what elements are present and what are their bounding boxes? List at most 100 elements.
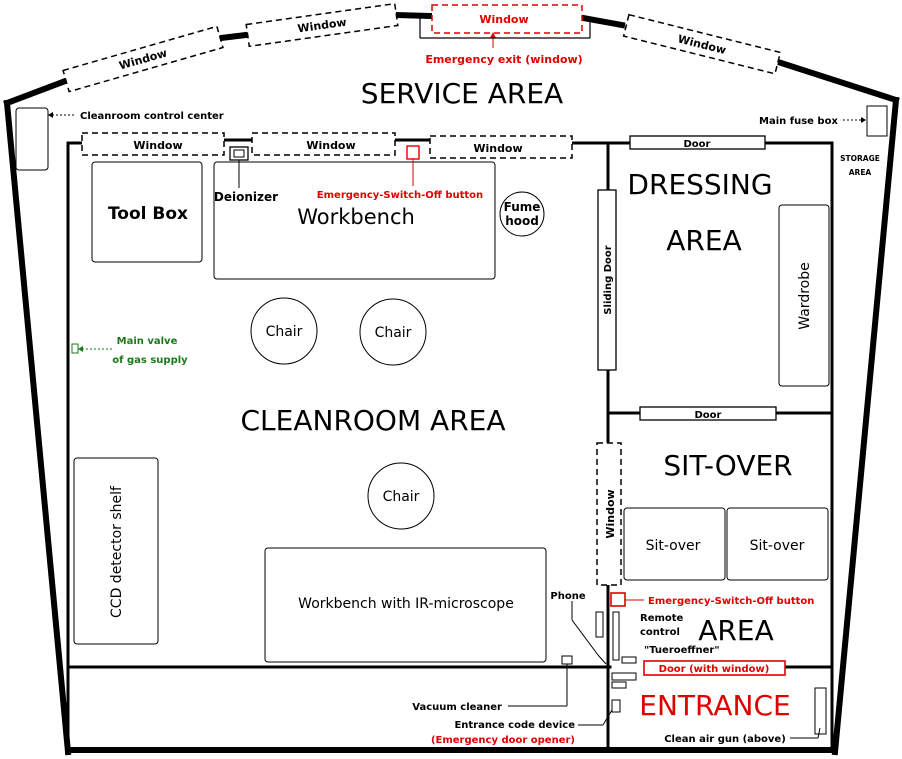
inner-window-1	[81, 132, 225, 156]
tool-box-label: Tool Box	[108, 204, 188, 224]
emergency-switch-sitover	[610, 592, 626, 607]
pointer-phone-diag	[571, 619, 599, 656]
dressing-area-title: DRESSING	[627, 168, 772, 201]
outer-walls	[3, 11, 900, 756]
inner-window-2	[251, 132, 396, 156]
sliding-door-label: Sliding Door	[603, 245, 614, 314]
ccd-shelf-label: CCD detector shelf	[109, 485, 125, 618]
wardrobe-label: Wardrobe	[797, 262, 813, 329]
workbench-ir-microscope	[264, 547, 547, 663]
chair-3	[367, 462, 435, 530]
remote-control-label: Remote	[640, 613, 684, 624]
entrance-title: ENTRANCE	[639, 689, 790, 722]
sit-over-bench-2	[726, 507, 829, 581]
workbench-ir-label: Workbench with IR-microscope	[298, 596, 514, 612]
emergency-switch-label: Emergency-Switch-Off button	[317, 190, 483, 201]
chair-2-label: Chair	[375, 325, 412, 341]
wardrobe	[778, 204, 830, 387]
emergency-switch-top	[406, 145, 420, 160]
service-area-title: SERVICE AREA	[361, 77, 563, 110]
inner-window-2-label: Window	[306, 139, 355, 152]
storage-area-label-2: AREA	[849, 168, 872, 177]
cleanroom-control-label: Cleanroom control center	[80, 111, 224, 122]
roof-right-diag	[774, 58, 900, 104]
workbench-label: Workbench	[297, 205, 415, 229]
remote-control-label-2: control	[640, 627, 680, 638]
ccd-detector-shelf	[73, 457, 159, 645]
sit-over-title-2: AREA	[698, 614, 773, 647]
pointer-phone-b	[597, 654, 607, 665]
emergency-door-label: (Emergency door opener)	[431, 735, 575, 746]
sit-over-bench-1-label: Sit-over	[646, 538, 701, 554]
main-fuse-box	[866, 105, 888, 137]
inner-window-1-label: Window	[133, 139, 182, 152]
gas-valve-arrow-head	[78, 346, 83, 352]
tueroeffner-device	[621, 656, 637, 664]
fume-hood	[499, 191, 545, 237]
pointer-air-gun-b	[817, 727, 821, 739]
remote-control-device	[612, 611, 620, 661]
vacuum-label: Vacuum cleaner	[412, 702, 502, 713]
entrance-device-b	[611, 681, 627, 689]
chair-3-label: Chair	[383, 489, 420, 505]
pointer-lines	[48, 114, 866, 739]
clean-air-gun	[814, 687, 827, 735]
chair-2	[359, 298, 427, 366]
vacuum-cleaner	[561, 655, 573, 665]
emergency-switch-sitover-label: Emergency-Switch-Off button	[648, 596, 814, 607]
furniture	[15, 105, 888, 735]
workbench	[213, 161, 496, 280]
emergency-exit-caption: Emergency exit (window)	[425, 53, 582, 66]
sit-over-bench-1	[623, 507, 726, 581]
emergency-exit-arrow-head	[490, 32, 496, 38]
fume-hood-label-2: hood	[505, 214, 539, 228]
sit-over-door-label: Door	[695, 410, 722, 421]
left-outer-wall	[3, 99, 72, 756]
sit-over-title: SIT-OVER	[663, 449, 792, 482]
cleanroom-area-title: CLEANROOM AREA	[241, 404, 506, 437]
entrance-code-label: Entrance code device	[454, 720, 575, 731]
chair-1-label: Chair	[266, 324, 303, 340]
dressing-area-title-2: AREA	[666, 224, 741, 257]
gas-valve	[71, 343, 79, 354]
phone-device	[595, 611, 604, 638]
chair-1	[250, 297, 318, 365]
sliding-door	[597, 189, 617, 371]
sit-over-window-label: Window	[604, 489, 617, 538]
fuse-box-arrow-head	[861, 117, 866, 123]
gas-valve-label: Main valve	[117, 336, 178, 347]
dressing-door	[629, 135, 766, 150]
main-fuse-label: Main fuse box	[759, 116, 838, 127]
entrance-door-label: Door (with window)	[659, 664, 770, 675]
entrance-code-device	[611, 699, 621, 713]
roof-left-diag	[3, 76, 72, 107]
deionizer-label: Deionizer	[214, 190, 278, 204]
emergency-exit-window: Window	[431, 4, 583, 34]
storage-area-label: STORAGE	[840, 154, 880, 163]
fume-hood-label: Fume	[504, 200, 541, 214]
window-outer-3: Window	[622, 13, 782, 75]
roof-seg-2	[391, 11, 436, 20]
sit-over-window	[596, 442, 622, 586]
phone-label: Phone	[550, 591, 585, 602]
sit-over-door	[639, 406, 777, 421]
entrance-device-a	[611, 672, 637, 681]
deionizer-inner	[233, 149, 245, 158]
dressing-door-label: Door	[684, 139, 711, 150]
right-outer-wall	[831, 96, 900, 756]
roof-seg-1	[217, 31, 250, 42]
control-center-arrow-head	[48, 112, 53, 118]
emergency-exit-window-label: Window	[479, 13, 528, 26]
roof-seg-3	[579, 14, 626, 29]
inner-window-3-label: Window	[473, 142, 522, 155]
tool-box	[91, 161, 203, 263]
inner-window-3	[429, 135, 573, 159]
inner-windows	[81, 132, 622, 586]
gas-valve-label-2: of gas supply	[112, 355, 188, 366]
entrance-door	[643, 660, 786, 676]
cleanroom-control-center	[15, 107, 49, 171]
sit-over-bench-2-label: Sit-over	[750, 538, 805, 554]
air-gun-label: Clean air gun (above)	[664, 734, 786, 745]
window-outer-2: Window	[245, 2, 399, 48]
